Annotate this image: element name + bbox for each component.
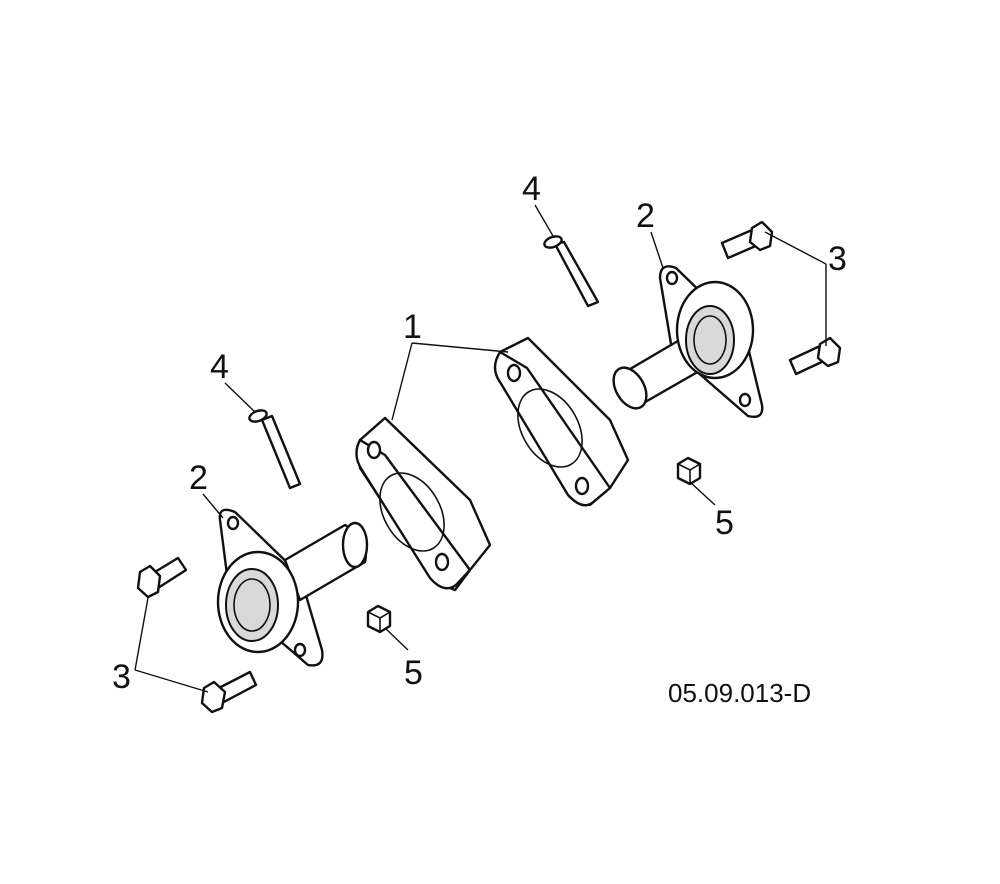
leader-lines: [134, 204, 827, 693]
callout-4-right: 4: [522, 170, 541, 208]
callout-5-right: 5: [715, 504, 734, 542]
callout-4-left: 4: [210, 348, 229, 386]
bolt-left-upper: [136, 556, 188, 599]
pin-left: [248, 409, 302, 490]
spacer-block-right: [493, 336, 630, 507]
callout-1-spacer: 1: [403, 308, 422, 346]
bearing-flange-left: [216, 508, 369, 667]
nut-right: [676, 456, 702, 486]
callout-3-right: 3: [828, 240, 847, 278]
callout-2-right: 2: [636, 197, 655, 235]
pin-right: [543, 235, 600, 308]
bolt-left-lower: [200, 670, 258, 714]
bolt-right-upper: [720, 220, 774, 260]
bolt-right-lower: [788, 336, 842, 376]
figure-code: 05.09.013-D: [668, 678, 811, 708]
bearing-flange-right: [612, 265, 764, 419]
callout-5-left: 5: [404, 654, 423, 692]
spacer-block-left: [355, 416, 492, 592]
callout-2-left: 2: [189, 459, 208, 497]
callout-3-left: 3: [112, 658, 131, 696]
nut-left: [366, 604, 392, 634]
